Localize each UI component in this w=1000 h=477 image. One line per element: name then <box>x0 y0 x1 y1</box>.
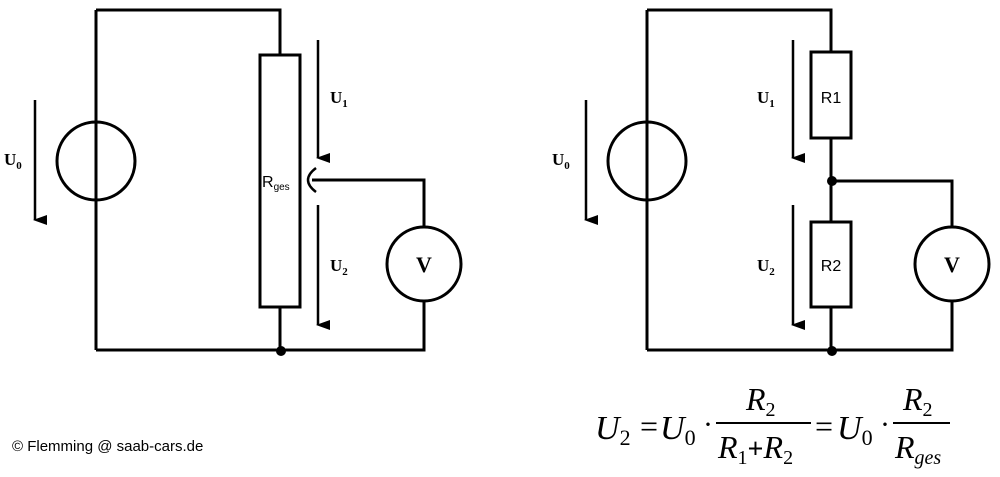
resistor-r2 <box>809 220 853 309</box>
left-voltmeter <box>385 225 463 303</box>
left-wire-bottom <box>96 300 426 352</box>
left-resistor-label: Rges <box>262 174 290 193</box>
left-wire-top <box>96 8 282 55</box>
left-voltmeter-label: V <box>416 252 432 277</box>
formula-u0-2: U0 <box>837 410 873 450</box>
formula-num2: R2 <box>902 381 933 421</box>
right-wire-tap <box>831 179 954 228</box>
formula-equals-1: = <box>640 408 658 444</box>
voltage-divider-formula: U2 = U0 · R2 R1+R2 = U0 · R2 Rges <box>595 381 950 469</box>
formula-u0-1: U0 <box>660 410 696 450</box>
right-junction-dot-bottom <box>827 346 837 356</box>
right-u2-label: U2 <box>757 256 775 278</box>
right-junction-dot-top <box>827 176 837 186</box>
formula-dot-2: · <box>880 408 890 441</box>
right-wire-bottom <box>647 300 954 352</box>
left-u1-label: U1 <box>330 88 348 110</box>
right-circuit: R1 R2 V U0 U1 U2 <box>552 8 991 356</box>
right-wire-top <box>647 8 833 52</box>
resistor-r2-label: R2 <box>821 258 842 275</box>
right-voltage-source <box>606 120 688 202</box>
left-wire-wiper <box>312 178 426 228</box>
left-voltage-source <box>55 120 137 202</box>
right-u0-label: U0 <box>552 150 570 172</box>
resistor-r1-label: R1 <box>821 90 842 107</box>
left-potentiometer <box>258 53 302 309</box>
left-junction-dot <box>276 346 286 356</box>
right-u1-label: U1 <box>757 88 775 110</box>
formula-dot-1: · <box>703 408 713 441</box>
left-wiper <box>306 167 317 193</box>
formula-lhs: U2 <box>595 410 631 450</box>
formula-den2: Rges <box>894 429 941 469</box>
left-u0-label: U0 <box>4 150 22 172</box>
right-voltmeter <box>913 225 991 303</box>
formula-num1: R2 <box>745 381 776 421</box>
copyright-notice: © Flemming @ saab-cars.de <box>12 438 204 455</box>
right-voltmeter-label: V <box>944 252 960 277</box>
formula-den1: R1+R2 <box>717 429 793 469</box>
left-u2-label: U2 <box>330 256 348 278</box>
left-circuit: Rges V U0 U1 U2 <box>4 8 463 356</box>
resistor-r1 <box>809 50 853 140</box>
formula-equals-2: = <box>815 408 833 444</box>
